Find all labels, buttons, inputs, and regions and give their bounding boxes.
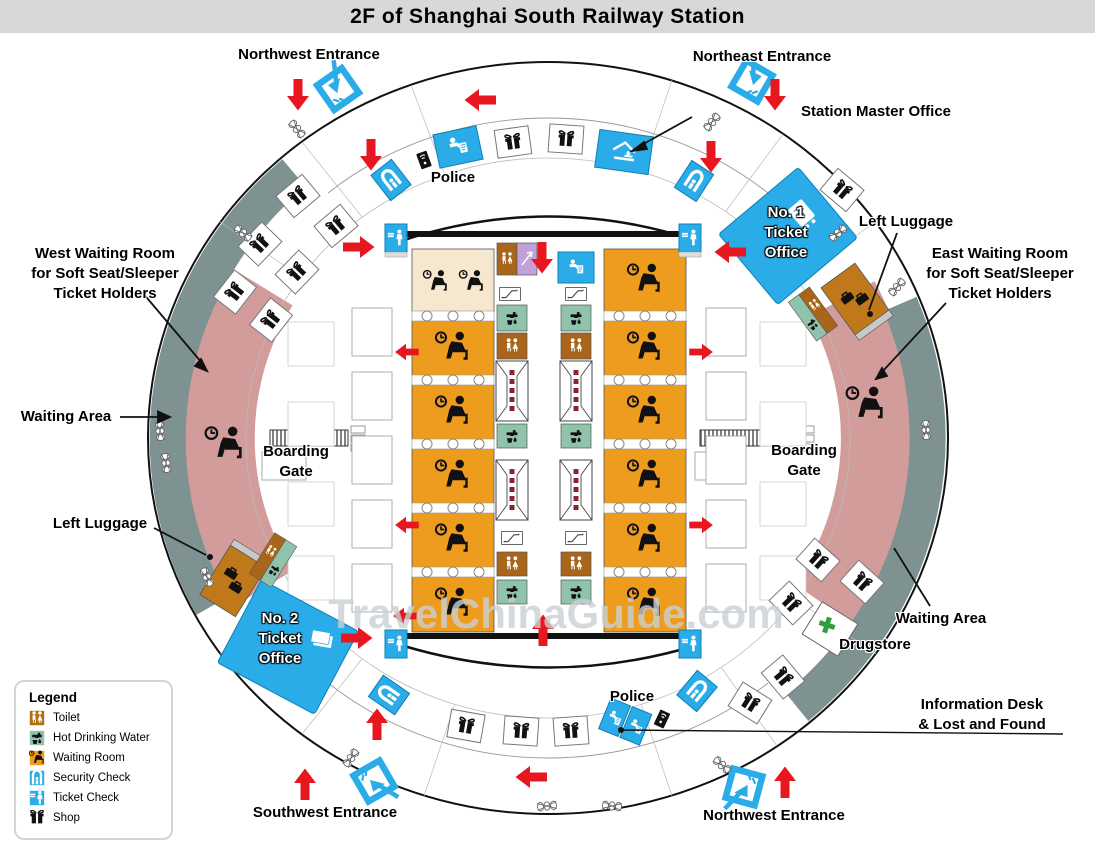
page-title: 2F of Shanghai South Railway Station [350,4,745,28]
shop-icon [29,810,45,826]
security-check-stations [367,158,718,716]
label-no1-ticket-office: No. 1 Ticket Office [764,203,807,263]
label-line: Ticket Holders [53,285,157,302]
title-bar: 2F of Shanghai South Railway Station [0,0,1095,33]
label-line: Gate [279,463,313,480]
label-line: Boarding [771,442,837,459]
label-line: for Soft Seat/Sleeper [31,265,179,282]
label-line: Ticket Holders [948,285,1052,302]
label-station-master-office: Station Master Office [800,103,952,120]
label-line: for Soft Seat/Sleeper [926,265,1074,282]
legend-item-hot-water: Hot Drinking Water [29,730,165,746]
platform-boxes [351,307,747,613]
label-line: Office [258,650,302,667]
ticket-check-icon [29,790,45,806]
label-no2-ticket-office: No. 2 Ticket Office [258,609,301,669]
label-waiting-area-right: Waiting Area [895,610,987,627]
shops [212,123,885,747]
label-line: Gate [787,462,821,479]
label-line: West Waiting Room [34,245,175,262]
bottom-shop-arc [327,682,769,759]
label-northwest-entrance-bottom: Northwest Entrance [703,807,845,824]
legend: Legend Toilet Hot Drinking Water Waiting… [14,680,173,840]
legend-label: Waiting Room [53,752,125,764]
label-line: No. 2 [261,610,299,627]
label-northwest-entrance-top: Northwest Entrance [238,46,380,63]
label-leader-lines [120,116,1064,735]
label-east-waiting-room: East Waiting Room for Soft Seat/Sleeper … [926,244,1074,304]
legend-item-toilet: Toilet [29,710,165,726]
label-southwest-entrance: Southwest Entrance [252,804,398,821]
label-line: Office [764,244,808,261]
toilet-icon [29,710,45,726]
left-luggage-room-right [820,262,894,341]
legend-item-ticket-check: Ticket Check [29,790,165,806]
label-line: Ticket [258,630,302,647]
label-boarding-gate-right: Boarding Gate [771,441,837,481]
legend-label: Shop [53,812,80,824]
station-master-office-box [594,128,654,176]
label-left-luggage-right: Left Luggage [858,213,954,230]
legend-label: Toilet [53,712,80,724]
central-concourse [402,215,696,669]
label-line: & Lost and Found [918,716,1046,733]
hot-drinking-water-icon [29,730,45,746]
legend-item-shop: Shop [29,810,165,826]
label-line: East Waiting Room [931,245,1069,262]
inner-walkway-line [245,157,851,719]
label-waiting-area-left: Waiting Area [20,408,112,425]
label-line: Boarding [263,443,329,460]
legend-title: Legend [29,690,78,705]
legend-item-waiting-room: Waiting Room [29,750,165,766]
hot-water-room-right [787,286,839,342]
police-station-top [415,125,484,170]
label-west-waiting-room: West Waiting Room for Soft Seat/Sleeper … [31,244,179,304]
label-line: Information Desk [920,696,1044,713]
gray-ring-right [785,296,946,721]
legend-label: Hot Drinking Water [53,732,150,744]
outer-wall [147,61,949,815]
drugstore-shop [801,601,859,657]
label-line: No. 1 [767,204,805,221]
label-line: Ticket [764,224,808,241]
waiting-room-icon [29,750,45,766]
legend-label: Security Check [53,772,131,784]
label-left-luggage-left: Left Luggage [52,515,148,532]
label-boarding-gate-left: Boarding Gate [263,442,329,482]
label-northeast-entrance: Northeast Entrance [692,48,832,65]
gray-ring-left [149,159,306,615]
watermark: TravelChinaGuide.com [328,590,784,637]
northwest-entrance-icon [311,59,359,110]
legend-item-security-check: Security Check [29,770,165,786]
label-information-desk: Information Desk & Lost and Found [918,695,1045,735]
label-drugstore: Drugstore [839,636,911,653]
no2-ticket-office-area [217,580,359,714]
label-police-top: Police [430,169,476,186]
ticket-check-gates [384,223,702,659]
legend-label: Ticket Check [53,792,120,804]
hot-water-room-left [248,532,298,588]
security-check-icon [29,770,45,786]
no1-ticket-office-area [719,168,857,304]
label-police-bottom: Police [609,688,655,705]
